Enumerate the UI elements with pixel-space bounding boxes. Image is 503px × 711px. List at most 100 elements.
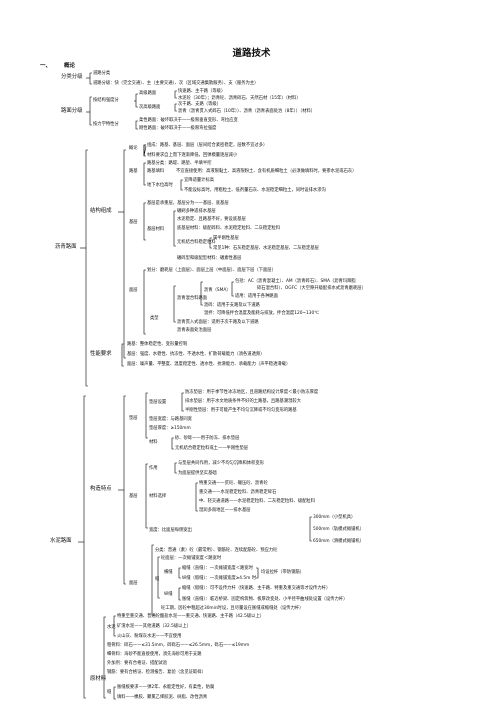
materials-add: 外加剂：要有合格证、搭配试验 <box>107 661 168 666</box>
asphalt-base-heading: 基层 <box>129 220 138 225</box>
elastic-pavement: 柔性路面：破坏取决于——极限垂直变形、弯拉应变 <box>139 118 238 123</box>
cushion-setting-a: 防冻垫层：用于季节性冰冻地区，且道路结构设计厚度＜最小防冻厚度 <box>185 390 319 395</box>
surface-types-heading: 类型 <box>150 316 159 321</box>
sub-grade-label: 次高级路面 <box>139 105 161 110</box>
perf-subgrade: 路基：整体稳定性、变形量控制 <box>127 342 188 347</box>
concrete-seam-label: 缝 <box>155 577 160 582</box>
surface-pen: 沥碎：适用于支路及以下道路 <box>204 303 260 308</box>
base-granular: 碾刷多种适排水基层 <box>177 209 216 214</box>
perf-heading: 性能要求 <box>90 351 112 357</box>
cushion-thickness: 垫层厚度：≥150mm <box>149 426 191 431</box>
concrete-heading: 水泥路面 <box>50 538 72 544</box>
road-class-item-2: 道路分级：快（完全交通）、主（主要交通）、次（区域交通集散服务）、支（服务为主） <box>93 81 259 86</box>
concrete-lon-b: 胀缝（直缝）：临近桥梁、固定构筑物、板厚改变处、小半径平曲线处设置（设传力杆） <box>182 597 348 602</box>
surface-sma-use: 适用：适用于各种路面 <box>235 294 278 299</box>
concrete-cross-b: 纵缝（假缝）：一次摊铺宽度≥4.5m 时 <box>182 576 256 581</box>
concrete-base-width-3: 650mm（滑模式摊铺机） <box>313 539 364 544</box>
overview-composition: 组成：路基、基层、面层（层间结合紧密稳定，层数不宜过多） <box>147 143 268 148</box>
sub-grade-road: 次干路、支路（等级） <box>178 102 221 107</box>
asphalt-subgrade-heading: 路基 <box>129 169 138 174</box>
base-gravel: 碾碎型和级配型材料：碾素性基层 <box>177 256 242 261</box>
asphalt-heading: 沥青路面 <box>55 244 77 250</box>
road-class-heading: 分类分级 <box>61 74 83 80</box>
materials-fine: 细骨料：海砂不能直接使用，须先海砂可用于支路 <box>107 652 202 657</box>
materials-cement-c: 火山灰、粉煤灰水泥——不宜使用 <box>117 634 182 639</box>
by-mech-label: 按力学特性分 <box>93 122 119 127</box>
surface-agg-list: 包括：AC（沥青混凝土）、AM（沥青碎石）、SMA（沥青玛蹄脂 <box>235 279 356 284</box>
concrete-surface-types: 分类：普通（素）砼（最常用）、钢筋砼、连续配筋砼、预应力砼 <box>155 548 278 553</box>
by-strength-label: 按结构强度分 <box>93 98 119 103</box>
subgrade-types: 路基分类：路堤、路堑、半填半挖 <box>147 161 212 166</box>
concrete-structure-heading: 构造特点 <box>90 486 112 492</box>
perf-surface: 面层：噪声量、平整度、温度稳定性、透水性、抗滑能力、承载能力（声平稳透滑载） <box>127 362 291 367</box>
surface-mix-heading: 沥青混合料路面 <box>177 296 208 301</box>
concrete-base-func-a: 与垫层共同作用，减少不均匀沉降和体积变形 <box>178 461 264 466</box>
concrete-cure: 砼工期，因砼中粗超过30min时设，且尽量设在胀缝或缩缝处（设传力杆） <box>161 606 304 611</box>
cushion-setting-b: 排水垫层：用于水文地质条件不好的土路基，且路基潮湿较大 <box>185 399 302 404</box>
concrete-base-func: 作用 <box>149 466 158 471</box>
cushion-setting: 垫层设置 <box>149 400 167 405</box>
materials-cement-heading: 水泥 <box>107 625 116 630</box>
materials-cement-b: 矿渣水泥——其他道路（32.5级以上） <box>117 624 192 629</box>
concrete-base-func-b: 为面层提供坚实基础 <box>178 471 217 476</box>
concrete-base-width-heading: 宽度：比面层每侧宽出 <box>149 528 192 533</box>
cushion-heading: 垫层 <box>129 416 138 421</box>
base-inorg-b: 常见1种：石灰稳定基层、水泥稳定基层、二灰稳定基层 <box>213 246 319 251</box>
base-inorg-a: 属半刚性基层 <box>213 236 239 241</box>
base-bearing: 基层是承重层，基层分为——基层、底基层 <box>147 201 229 206</box>
surface-warm: 温拌：可降低拌合温度及能耗与排放，拌合温度120~130℃ <box>204 311 320 316</box>
concrete-surface-thickness: 砼面层：一次摊铺宽度＜路宽时 <box>161 556 222 561</box>
cushion-width: 垫层宽度：与路基同宽 <box>149 417 192 422</box>
materials-heading: 原材料 <box>90 676 107 682</box>
surface-treatment: 沥青表面处治面层 <box>177 328 212 333</box>
subgrade-under-b: 不能设标高时，用粗粒土、低剂量石灰、水泥稳定细粒土，同时设排水渗沟 <box>184 188 326 193</box>
surface-sma: 沥青（SMA） <box>204 288 231 293</box>
concrete-cross-c: 均设拉杆（带防钢筋） <box>261 570 304 575</box>
concrete-base-mat-a: 特重交通——贫砼、碾压砼、沥青砼 <box>199 481 268 486</box>
pavement-class-heading: 路面分级 <box>61 108 83 114</box>
materials-joint-a: 胀缝板要求——弹2年、永能定性好，有柔性，防腐 <box>117 685 215 690</box>
overview-requirement: 材料要求自上而下逐渐降低，回弹模量逐层减小 <box>147 153 238 158</box>
concrete-lon-a: 缩缝（假缝）：可不设传力杆（快速路、主干路、特重及重交通等才设传力杆） <box>182 586 331 591</box>
base-inorganic: 无机结合料稳定粒料 <box>177 240 216 245</box>
perf-base: 基层：强度、水稳性、抗冻性、不透水性、扩散荷载能力（须各道透频） <box>127 352 265 357</box>
rigid-pavement: 刚性路面：破坏取决于——极限弯拉强度 <box>139 126 217 131</box>
concrete-base-mat-d: 湿润多雨地区——排水基层 <box>199 508 251 513</box>
cushion-mat-b: 无机结合稳定粒料或土——半刚性垫层 <box>175 446 249 451</box>
asphalt-surface-heading: 面层 <box>129 288 138 293</box>
concrete-base-width-1: 300mm（小型机具） <box>313 515 356 520</box>
surface-penetration: 沥青贯入式面层：适用于次干路及以下道路 <box>177 320 259 325</box>
asphalt-structure-heading: 结构组成 <box>90 208 112 214</box>
subgrade-fill-text: 不宜直接使用：高液限黏土、高液限粉土、含有机质细粒土（必须做填料时，要掺水泥或石… <box>176 169 357 174</box>
concrete-base-heading: 基层 <box>129 494 138 499</box>
subgrade-under-a: 宜降适量计标高 <box>184 178 215 183</box>
concrete-cross-a: 缩缝（直缝）：一次摊铺宽度＜路宽时 <box>182 566 253 571</box>
page-title: 道路技术 <box>232 48 271 59</box>
base-mat-heading: 基层材料 <box>147 227 165 232</box>
subgrade-fill-heading: 路基填料 <box>147 169 165 174</box>
cushion-mat: 材料 <box>149 440 158 445</box>
materials-joint-heading: 缝 <box>107 690 112 695</box>
concrete-base-mat-heading: 材料选择 <box>149 494 167 499</box>
cushion-setting-c: 半刚性垫层：用于可能产生不均匀沉降或不均匀变形的路基 <box>185 408 297 413</box>
overview-heading: 概论 <box>129 146 138 151</box>
surface-agg-list-2: 碎石混合料）、OGFC（大空隙开级配排水式沥青磨耗层） <box>257 286 366 291</box>
surface-division: 划分：磨耗层（上面层）、面层上层（中面层）、面层下层（下面层） <box>147 268 276 273</box>
road-class-item-1: 道路分类 <box>93 71 111 76</box>
high-grade-label: 高级路面 <box>139 91 157 96</box>
concrete-lon-label: 纵缝 <box>164 592 173 597</box>
materials-cement-a: 特重至重交通、普通砼酸盐水泥——重交通、快速路、主干路（42.5级以上） <box>117 614 265 619</box>
section-number: 一、 <box>40 63 52 69</box>
subgrade-underground: 地下水位高时 <box>147 183 173 188</box>
cushion-mat-a: 砂、砂砾——用于防冻、排水垫层 <box>175 436 240 441</box>
sub-grade-materials: 沥青（沥青贯入式碎石（10年））、沥青（沥青表面处治（8年））（材料） <box>178 109 316 114</box>
base-lime: 底基层材料：级配碎料、水泥稳定粒料、二灰稳定粒料 <box>177 226 281 231</box>
concrete-base-width-2: 500mm（轨模式摊铺机） <box>313 527 364 532</box>
high-grade-main: 快速路、主干路（等级） <box>178 89 226 94</box>
high-grade-materials: 水泥砼（30年）；沥青砼、沥青碎石、天然石材（15年）（材料） <box>178 96 301 101</box>
concrete-base-mat-b: 重交通——水泥稳定粒料、沥青稳定碎石 <box>199 490 277 495</box>
concrete-cross-label: 横缝 <box>164 570 173 575</box>
materials-agg: 粗骨料：碎石——≤31.5mm，碎砾石——≤26.5mm，砾石——≤19mm <box>107 643 250 648</box>
materials-joint-b: 填料——橡胶、聚氯乙烯胶泥、树脂、改性沥青 <box>117 695 208 700</box>
